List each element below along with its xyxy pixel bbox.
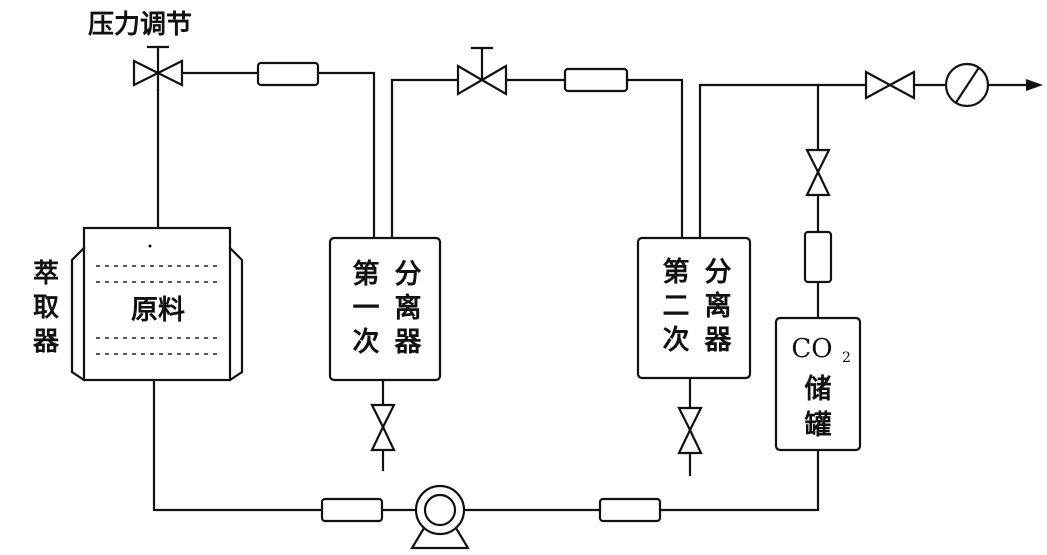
extractor-right-jacket [228, 246, 244, 382]
pump-icon [410, 484, 470, 550]
filter-1 [256, 61, 320, 87]
extractor-label-2: 取 [33, 293, 59, 323]
storage-char-2: 罐 [805, 409, 832, 441]
pressure-valve-icon [132, 45, 184, 92]
filter-4 [320, 497, 384, 523]
sep1-char-2: 分 [395, 259, 422, 290]
filter-2 [563, 67, 629, 93]
storage-valve-icon [805, 148, 831, 197]
raw-material-label: 原料 [131, 295, 185, 326]
pipe-to-sep2-in [506, 78, 684, 240]
flow-meter-icon [944, 62, 990, 108]
pressure-regulation-label: 压力调节 [88, 10, 192, 40]
sep1-char-3: 一 [353, 293, 380, 324]
extractor-label-1: 萃 [33, 259, 59, 289]
separator-1 [328, 236, 442, 382]
sep2-char-6: 器 [704, 325, 733, 356]
sep2-char-3: 二 [663, 291, 690, 322]
pipe-sep2-out [698, 83, 868, 240]
sep2-char-2: 分 [705, 257, 732, 288]
sep2-char-5: 次 [663, 325, 690, 356]
sep1-char-5: 次 [353, 327, 380, 358]
storage-char-1: 储 [805, 374, 832, 405]
co2-subscript: 2 [842, 350, 851, 366]
sep1-drain-valve-icon [370, 403, 396, 452]
extractor-left-jacket [70, 246, 86, 382]
filter-5 [598, 497, 662, 523]
co2-label: CO [791, 334, 832, 364]
pipe-pump-to-storage [462, 448, 820, 512]
pipe-sep1-out [390, 78, 458, 240]
sep2-drain-valve-icon [677, 406, 703, 455]
pipelines [152, 71, 1043, 512]
extractor-vessel [70, 226, 244, 382]
valves [132, 45, 916, 455]
pipe-extractor-to-pump [152, 378, 418, 512]
filters [256, 61, 833, 523]
extractor-label-3: 器 [32, 327, 60, 357]
sep1-char-4: 离 [395, 292, 422, 324]
sep2-char-4: 离 [705, 290, 732, 322]
pipe-valve-to-sep1-in [182, 71, 376, 240]
sep1-char-1: 第 [353, 258, 380, 290]
sep2-char-1: 第 [663, 256, 690, 288]
outlet-arrow-icon [1026, 79, 1043, 91]
separator-2 [636, 236, 752, 380]
outlet-valve-icon [864, 70, 916, 100]
middle-valve-icon [456, 46, 508, 96]
sep1-char-6: 器 [394, 327, 423, 358]
filter-3 [803, 230, 833, 284]
co2-storage-tank [774, 316, 862, 452]
